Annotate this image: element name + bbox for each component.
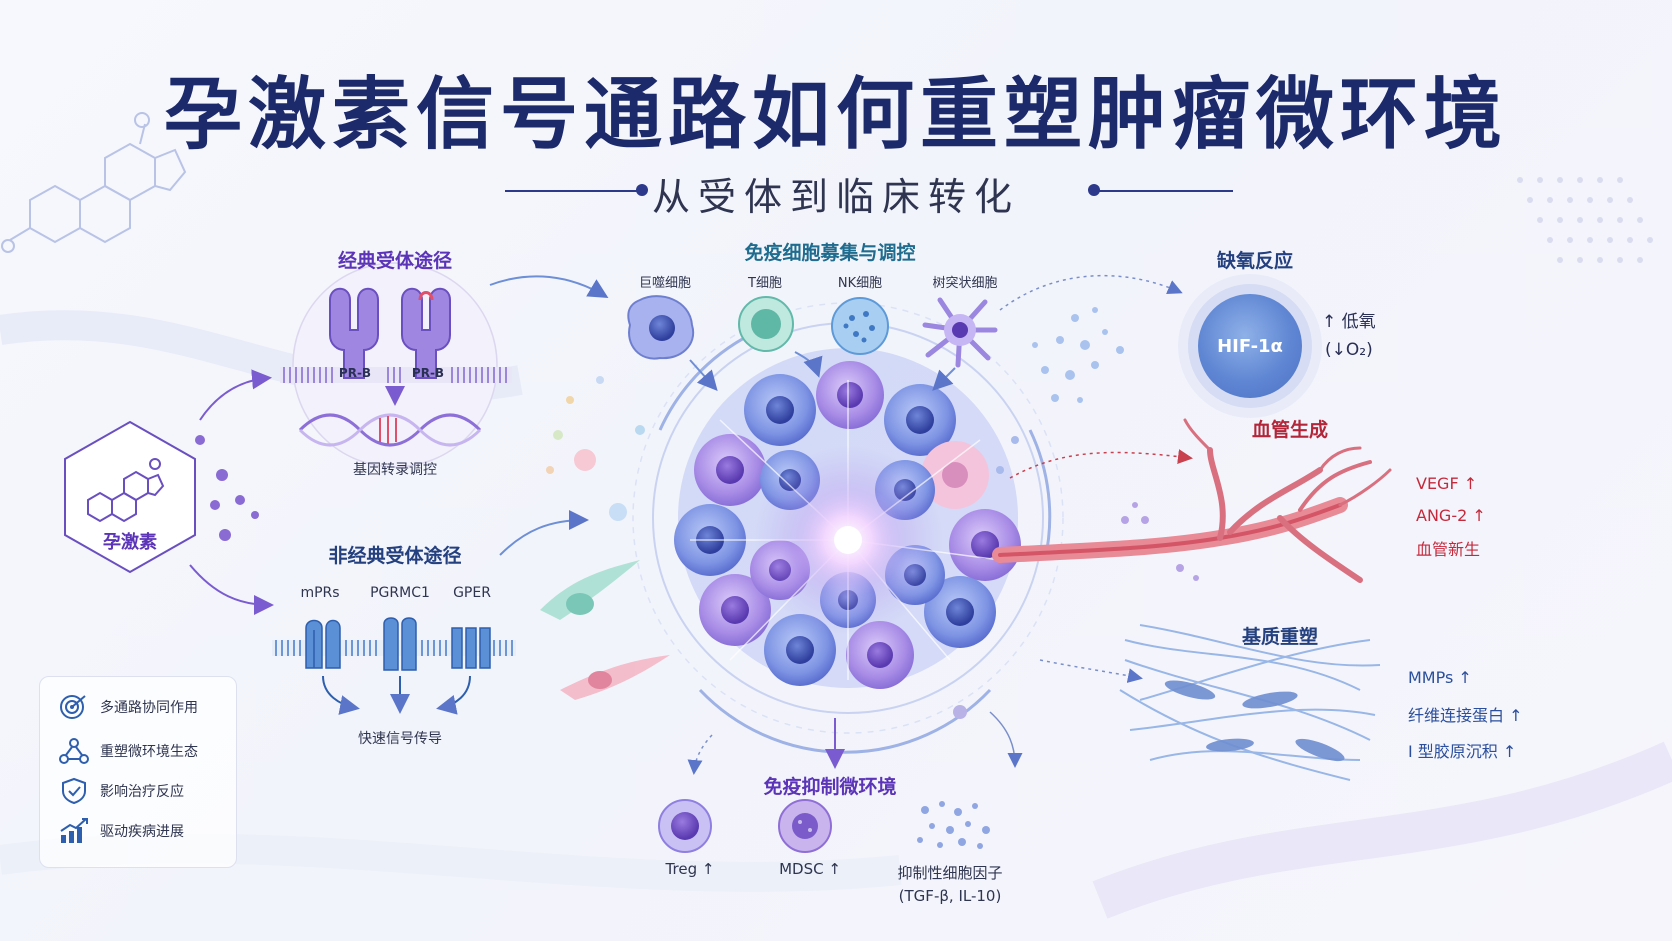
matrix-item-mmps: MMPs ↑ [1408,668,1472,687]
target-icon [60,695,86,719]
receptor-gper-icon [451,627,463,669]
matrix-item-fibronectin: 纤维连接蛋白 ↑ [1408,706,1523,725]
membrane-classical [280,367,512,383]
subtitle-line-left [505,190,640,192]
angiogenesis-item-neovascularization: 血管新生 [1416,540,1481,559]
receptor-mprs-label: mPRs [300,585,340,601]
subtitle-row: 从受体到临床转化 [0,162,1672,219]
receptor-pgrmc1-icon [383,617,399,671]
legend-item: 多通路协同作用 [58,693,228,721]
nk-cell-label: NK细胞 [837,276,883,291]
treg-cell-icon [658,799,712,853]
hif-1a-marker: HIF-1α [1198,294,1302,398]
network-icon [59,738,89,764]
nonclassical-pathway-title: 非经典受体途径 [328,545,462,567]
legend-item: 影响治疗反应 [58,777,228,805]
hypoxia-title: 缺氧反应 [1216,250,1293,272]
legend-label: 重塑微环境生态 [100,744,198,760]
dendritic-cell-icon [922,297,998,368]
tumor-cluster [674,348,1021,689]
cytokine-dots-icon [917,801,990,849]
receptor-pr-b-right-icon [401,287,451,379]
angiogenesis-title: 血管生成 [1251,419,1328,441]
legend-item: 驱动疾病进展 [58,817,228,845]
nk-cell-icon [831,297,889,355]
receptor-pgrmc1-label: PGRMC1 [370,585,430,601]
page-title: 孕激素信号通路如何重塑肿瘤微环境 [163,70,1508,160]
legend-label: 多通路协同作用 [100,700,198,716]
t-cell-label: T细胞 [748,276,782,291]
progesterone-label: 孕激素 [103,532,157,553]
growth-chart-icon [60,818,88,843]
page-subtitle: 从受体到临床转化 [651,175,1020,219]
macrophage-label: 巨噬细胞 [638,276,691,291]
mdsc-cell-icon [778,799,832,853]
legend-box: 多通路协同作用 重塑微环境生态 影响治疗反应 驱动疾病进展 [39,676,237,868]
subtitle-line-right [1098,190,1233,192]
matrix-item-collagen: I 型胶原沉积 ↑ [1408,742,1517,761]
receptor-mprs-icon [305,619,323,669]
immune-title: 免疫细胞募集与调控 [744,242,916,264]
hypoxia-line2: (↓O₂) [1325,340,1373,360]
classical-pathway-title: 经典受体途径 [337,250,452,272]
angiogenesis-item-vegf: VEGF ↑ [1416,474,1478,493]
matrix-title: 基质重塑 [1241,626,1318,648]
shield-check-icon [62,777,86,805]
dna-helix-icon [298,413,482,447]
mdsc-label: MDSC ↑ [779,860,841,878]
steroid-molecule-icon [9,123,187,244]
dendritic-cell-label: 树突状细胞 [932,276,998,291]
receptor-gper-label: GPER [453,585,491,601]
blood-vessel-icon [992,418,1392,583]
legend-item: 重塑微环境生态 [58,737,228,765]
t-cell-icon [738,296,794,352]
receptor-pr-b-left-icon [329,287,379,379]
classical-caption: 基因转录调控 [353,462,437,478]
legend-label: 影响治疗反应 [100,784,184,800]
nonclassical-caption: 快速信号传导 [358,731,442,747]
legend-label: 驱动疾病进展 [100,824,184,840]
receptor-label-left: PR-B [338,366,372,380]
subtitle-dot-left [636,184,648,196]
hypoxia-line1: ↑ 低氧 [1322,312,1376,332]
immunosuppression-title: 免疫抑制微环境 [763,776,897,798]
angiogenesis-item-ang2: ANG-2 ↑ [1416,506,1486,525]
subtitle-dot-right [1088,184,1100,196]
receptor-label-right: PR-B [411,366,445,380]
treg-label: Treg ↑ [665,860,715,878]
cytokine-detail: (TGF-β, IL-10) [898,887,1002,905]
cytokine-label: 抑制性细胞因子 [897,864,1003,882]
macrophage-icon [627,295,695,360]
progesterone-molecule-icon [87,458,165,523]
